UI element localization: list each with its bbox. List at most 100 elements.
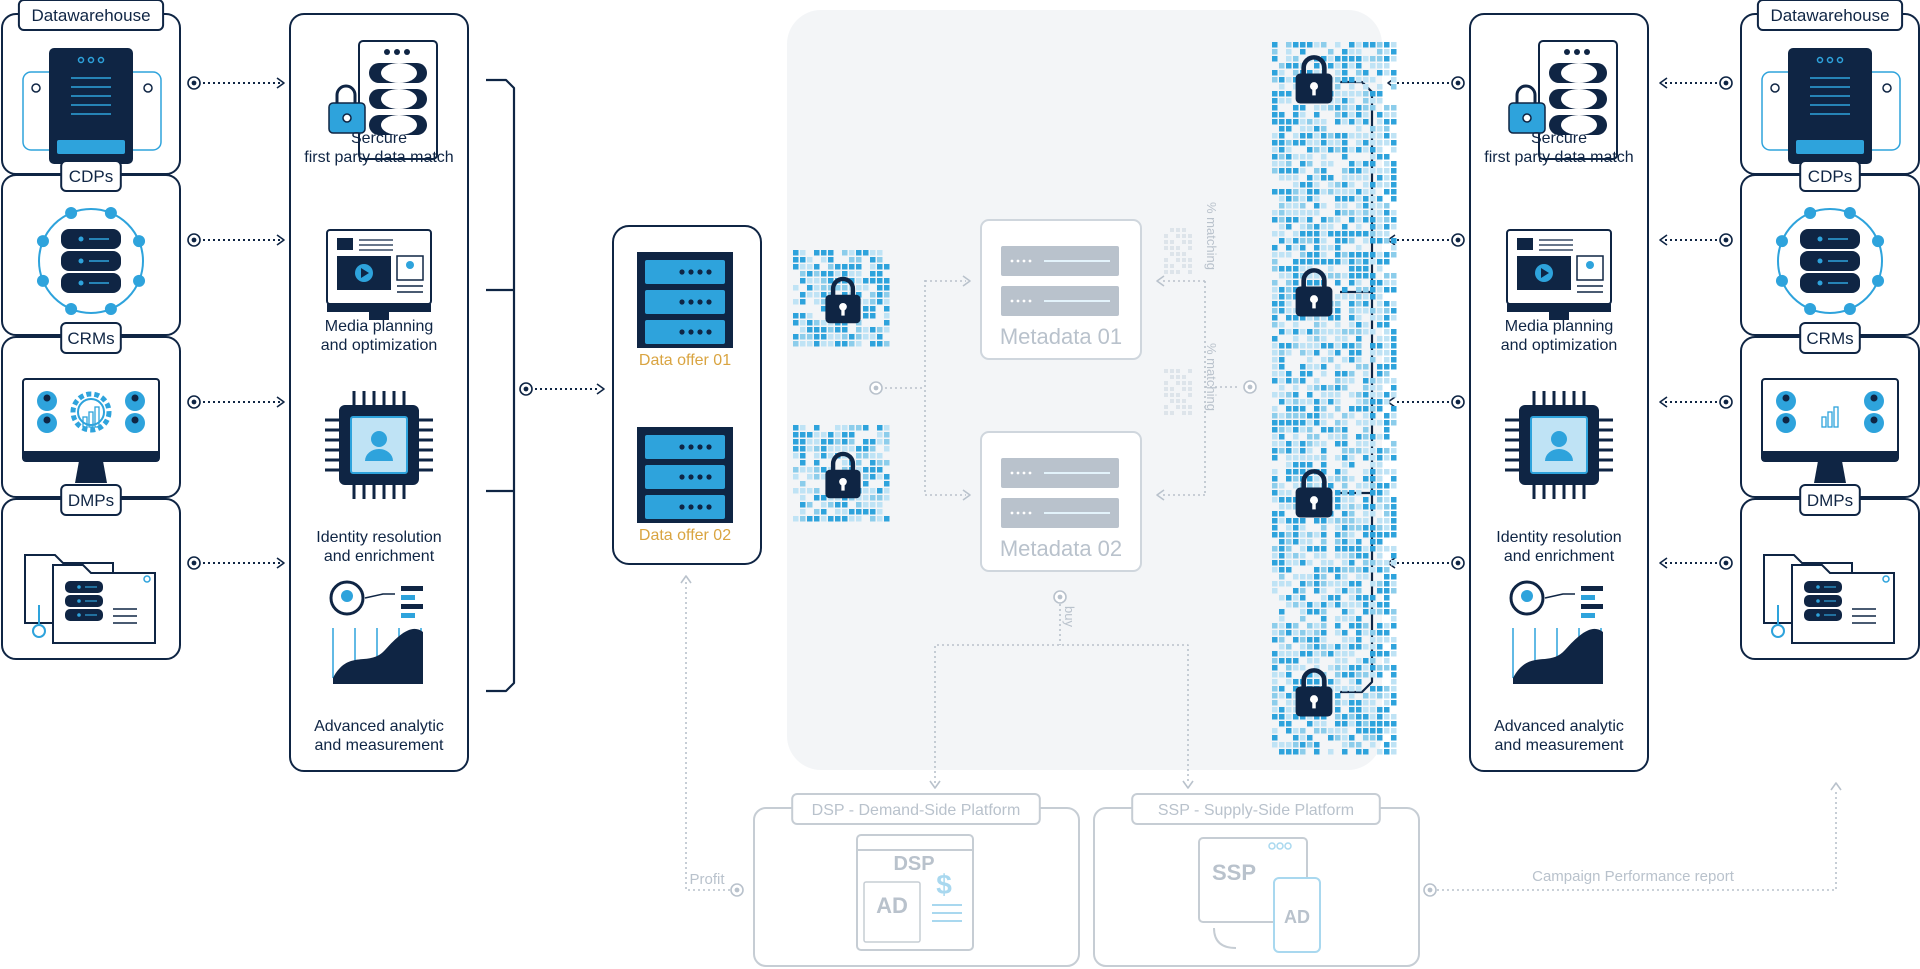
pixel xyxy=(1279,231,1285,237)
capability-label-line2: first party data match xyxy=(304,149,453,166)
pixel xyxy=(793,467,799,473)
pixel xyxy=(1349,168,1355,174)
matching-pixel xyxy=(1170,375,1174,379)
pixel xyxy=(1335,203,1341,209)
data-offer-1: Data offer 01 xyxy=(637,252,733,369)
source-title-tab xyxy=(60,160,122,192)
pixel xyxy=(1300,224,1306,230)
pixel xyxy=(863,306,869,312)
pixel xyxy=(1377,560,1383,566)
pixel xyxy=(1300,588,1306,594)
campaign-report-label: Campaign Performance report xyxy=(1532,868,1735,885)
target-inner xyxy=(191,399,197,405)
pixel xyxy=(1286,567,1292,573)
pixel xyxy=(1300,455,1306,461)
pixel xyxy=(1272,735,1278,741)
play-icon xyxy=(361,268,369,278)
pixel xyxy=(1279,189,1285,195)
matching-label: % matching xyxy=(1204,343,1219,411)
pixel xyxy=(1384,49,1390,55)
pixel xyxy=(1314,70,1320,76)
network-user xyxy=(104,303,117,316)
pixel xyxy=(1356,294,1362,300)
pixel xyxy=(1349,147,1355,153)
pixel xyxy=(1356,665,1362,671)
pixel xyxy=(1293,133,1299,139)
pixel xyxy=(821,250,827,256)
pixel xyxy=(1314,455,1320,461)
pixel xyxy=(1335,252,1341,258)
pixel xyxy=(1272,252,1278,258)
target-node-icon xyxy=(1053,590,1067,604)
pixel xyxy=(1356,644,1362,650)
pixel xyxy=(1279,574,1285,580)
pixel xyxy=(1384,133,1390,139)
matching-pixel xyxy=(1182,411,1186,415)
pixel xyxy=(1356,42,1362,48)
pixel xyxy=(1342,749,1348,755)
pixel xyxy=(821,516,827,522)
pixel xyxy=(1293,105,1299,111)
network-ring xyxy=(1777,208,1883,314)
matching-pixel xyxy=(1182,375,1186,379)
pixel xyxy=(1384,301,1390,307)
pixel xyxy=(1377,343,1383,349)
pixel xyxy=(1377,525,1383,531)
pixel xyxy=(1300,553,1306,559)
pixel xyxy=(863,488,869,494)
matching-pixel xyxy=(1164,234,1168,238)
capabilities-box xyxy=(289,13,469,772)
pixel xyxy=(1293,203,1299,209)
pixel xyxy=(1377,42,1383,48)
pixel xyxy=(1328,217,1334,223)
pixel xyxy=(1391,273,1397,279)
pixel xyxy=(1335,336,1341,342)
pixel xyxy=(1321,189,1327,195)
pixel xyxy=(1307,266,1313,272)
source-title-tab xyxy=(1799,484,1861,516)
pixel xyxy=(1342,259,1348,265)
pixel xyxy=(1279,497,1285,503)
pixel xyxy=(1370,63,1376,69)
server-slot-glow xyxy=(1561,63,1597,83)
target-node-icon xyxy=(1451,556,1465,570)
pixel xyxy=(800,432,806,438)
pixel xyxy=(1279,609,1285,615)
network-user xyxy=(36,274,49,287)
pixel xyxy=(814,495,820,501)
pixel xyxy=(1307,189,1313,195)
identity-chip-icon xyxy=(325,391,433,499)
pixel xyxy=(1314,721,1320,727)
pixel xyxy=(1349,259,1355,265)
pixel xyxy=(1370,525,1376,531)
pixel xyxy=(821,474,827,480)
pixel xyxy=(1356,448,1362,454)
pixel xyxy=(1391,448,1397,454)
avatar-head xyxy=(1521,590,1533,602)
metadata-led xyxy=(1022,299,1026,303)
pixel xyxy=(1300,532,1306,538)
ad-card xyxy=(863,881,921,943)
pixel xyxy=(863,474,869,480)
pixel xyxy=(1293,399,1299,405)
pixel xyxy=(1279,749,1285,755)
pixel xyxy=(1363,168,1369,174)
pixel xyxy=(1300,105,1306,111)
pixel xyxy=(821,327,827,333)
pixel xyxy=(1300,581,1306,587)
pixel xyxy=(1307,238,1313,244)
pixel xyxy=(1363,560,1369,566)
pixel xyxy=(1307,623,1313,629)
pixel xyxy=(1391,742,1397,748)
media-monitor-icon xyxy=(326,229,432,320)
pixel xyxy=(800,292,806,298)
pixel xyxy=(1384,210,1390,216)
pixel xyxy=(1321,175,1327,181)
pixel xyxy=(1279,637,1285,643)
pixel xyxy=(1272,91,1278,97)
pixel xyxy=(1272,693,1278,699)
pixel xyxy=(828,271,834,277)
pixel xyxy=(877,453,883,459)
pixel xyxy=(1391,350,1397,356)
